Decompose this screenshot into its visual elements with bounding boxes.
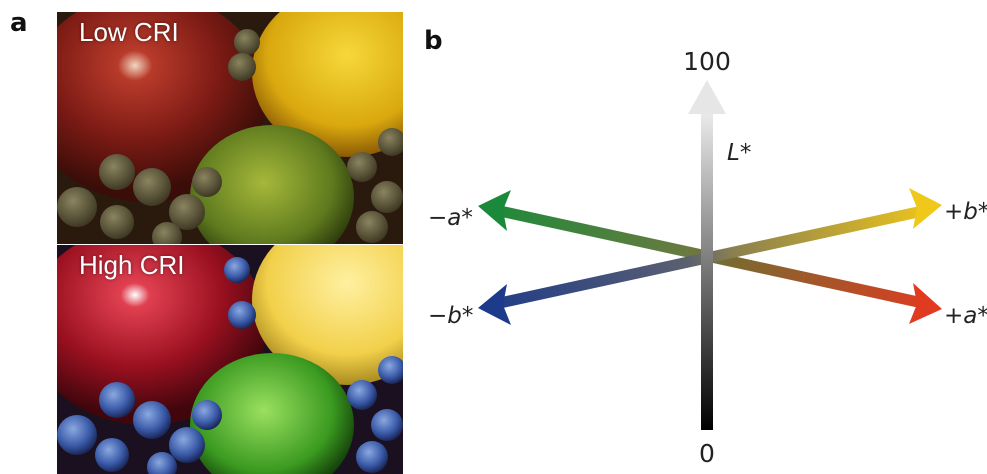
high-cri-caption: High CRI [79, 250, 185, 280]
plus-a-arrowhead-icon [909, 283, 942, 324]
minus-a-arrowhead-icon [478, 190, 511, 231]
panel-b-label: b [424, 26, 443, 56]
panel-a-label: a [10, 8, 28, 38]
cielab-color-space-diagram: 100 0 L* −a* −b* +b* +a* [428, 47, 987, 468]
low-cri-photo: Low CRI [57, 12, 403, 244]
minus-a-label: −a* [428, 205, 473, 231]
high-cri-photo: High CRI [57, 245, 403, 474]
lightness-arrowhead-icon [688, 80, 726, 114]
plus-b-label: +b* [944, 199, 987, 225]
plus-a-label: +a* [944, 303, 987, 329]
lightness-axis-shaft [701, 108, 713, 430]
minus-b-arrowhead-icon [478, 284, 511, 325]
low-cri-caption: Low CRI [79, 17, 179, 47]
plus-b-arrowhead-icon [909, 188, 942, 229]
minus-b-label: −b* [428, 303, 473, 329]
lightness-max-label: 100 [683, 47, 731, 76]
lightness-axis-label: L* [727, 140, 751, 166]
lightness-min-label: 0 [699, 439, 715, 468]
